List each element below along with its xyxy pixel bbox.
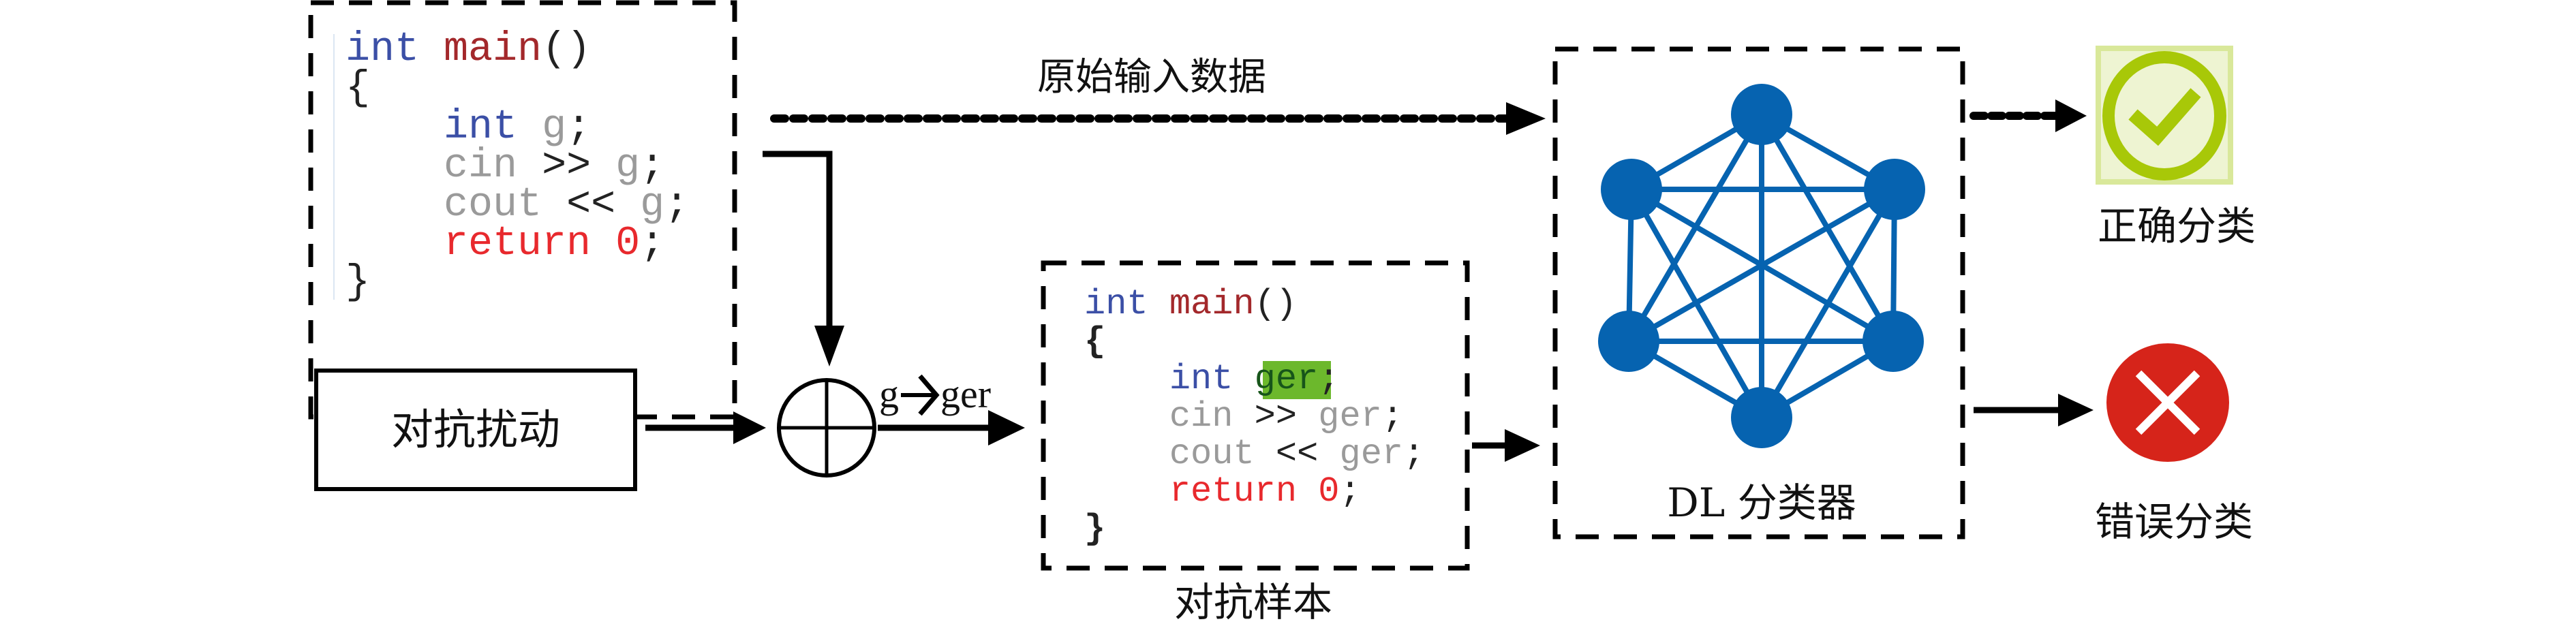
code-token: g <box>640 182 664 228</box>
changed-identifier-highlight <box>1263 361 1331 399</box>
code-token: ger <box>1339 434 1403 474</box>
code-line: { <box>1084 322 1105 362</box>
code-token: ; <box>640 143 664 189</box>
changed-identifier: ger <box>1255 359 1319 399</box>
original-code: int main(){ int g; cin >> g; cout << g; … <box>346 27 689 306</box>
code-token: { <box>346 65 370 112</box>
code-token: { <box>1084 322 1105 362</box>
code-line: cout << g; <box>346 182 689 228</box>
code-token: int <box>1169 359 1255 399</box>
code-token: } <box>1084 509 1105 549</box>
code-token: << <box>566 182 640 228</box>
code-line: cout << ger; <box>1084 434 1424 474</box>
code-line: int ger; <box>1084 359 1340 399</box>
network-node <box>1598 311 1659 372</box>
code-token: cout <box>444 182 566 228</box>
perturbation-to-combiner-arrow <box>645 411 766 444</box>
correct-label: 正确分类 <box>2098 203 2256 249</box>
code-token: int <box>1084 284 1169 324</box>
code-token: int <box>346 27 444 73</box>
network-node <box>1601 159 1662 220</box>
code-line: int g; <box>346 104 591 151</box>
code-line: } <box>1084 509 1105 549</box>
code-token: 0 <box>615 221 640 267</box>
x-circle-icon <box>2106 343 2229 462</box>
code-token: >> <box>542 143 615 189</box>
network-node <box>1731 387 1792 448</box>
network-node <box>1731 84 1792 145</box>
code-line: return 0; <box>346 221 664 267</box>
code-token: << <box>1276 434 1340 474</box>
combiner-to-sample-arrow <box>878 410 1025 445</box>
code-token: ; <box>640 221 664 267</box>
code-token <box>1084 359 1169 399</box>
classifier-box: DL 分类器 <box>1552 46 1965 539</box>
code-line: int main() <box>1084 284 1297 324</box>
wrong-arrow <box>1974 394 2094 426</box>
code-token: () <box>1255 284 1297 324</box>
substitution-to: ger <box>940 372 991 416</box>
code-token <box>1084 396 1169 437</box>
network-edge <box>1629 187 1895 344</box>
code-token: >> <box>1255 396 1319 437</box>
code-to-combiner-arrow <box>763 151 844 366</box>
adversarial-sample-label: 对抗样本 <box>1174 579 1332 625</box>
correct-arrow <box>1969 99 2087 132</box>
network-node <box>1862 311 1924 372</box>
code-token: ; <box>1382 396 1403 437</box>
code-line: cin >> ger; <box>1084 396 1403 437</box>
code-token: return <box>444 221 615 267</box>
code-token: cin <box>444 143 542 189</box>
classifier-label: DL 分类器 <box>1667 480 1856 526</box>
code-token: int <box>444 104 542 151</box>
perturbation-box: 对抗扰动 <box>314 369 637 491</box>
right-arrow-icon <box>901 374 940 416</box>
code-token: () <box>542 27 591 73</box>
code-line: } <box>346 260 370 306</box>
code-line: cin >> g; <box>346 143 664 189</box>
code-token <box>1084 471 1169 512</box>
code-line: return 0; <box>1084 471 1361 512</box>
code-token: ; <box>664 182 689 228</box>
original-input-label: 原始输入数据 <box>1037 55 1266 99</box>
original-code-box: int main(){ int g; cin >> g; cout << g; … <box>308 0 737 420</box>
code-token: g <box>542 104 566 151</box>
substitution-label: g ger <box>879 372 991 416</box>
code-token: ; <box>566 104 591 151</box>
code-token: cout <box>1169 434 1276 474</box>
code-token <box>1084 434 1169 474</box>
wrong-label: 错误分类 <box>2095 499 2253 545</box>
code-line: int main() <box>346 27 591 73</box>
combine-operator-icon <box>777 378 876 478</box>
network-edge <box>1629 188 1764 419</box>
code-token: ; <box>1339 471 1360 512</box>
code-token: ger <box>1318 396 1382 437</box>
check-circle-icon <box>2096 46 2233 185</box>
code-token: } <box>346 260 370 306</box>
adversarial-code: int main(){ int ger; cin >> ger; cout <<… <box>1084 284 1424 549</box>
code-token: ; <box>1318 359 1339 399</box>
adversarial-code-box: int main(){ int ger; cin >> ger; cout <<… <box>1041 260 1470 571</box>
code-token: g <box>615 143 640 189</box>
network-node <box>1864 159 1925 220</box>
neural-network-icon <box>1598 84 1925 448</box>
sample-to-classifier-arrow <box>1472 429 1540 462</box>
code-token: return <box>1169 471 1318 512</box>
code-line: { <box>346 65 370 112</box>
code-token: ; <box>1403 434 1424 474</box>
perturbation-label: 对抗扰动 <box>391 405 560 454</box>
code-token: main <box>444 27 542 73</box>
code-token: cin <box>1169 396 1255 437</box>
original-input-arrow <box>770 102 1546 135</box>
code-token: main <box>1169 284 1255 324</box>
code-token: 0 <box>1318 471 1339 512</box>
substitution-from: g <box>879 372 899 416</box>
